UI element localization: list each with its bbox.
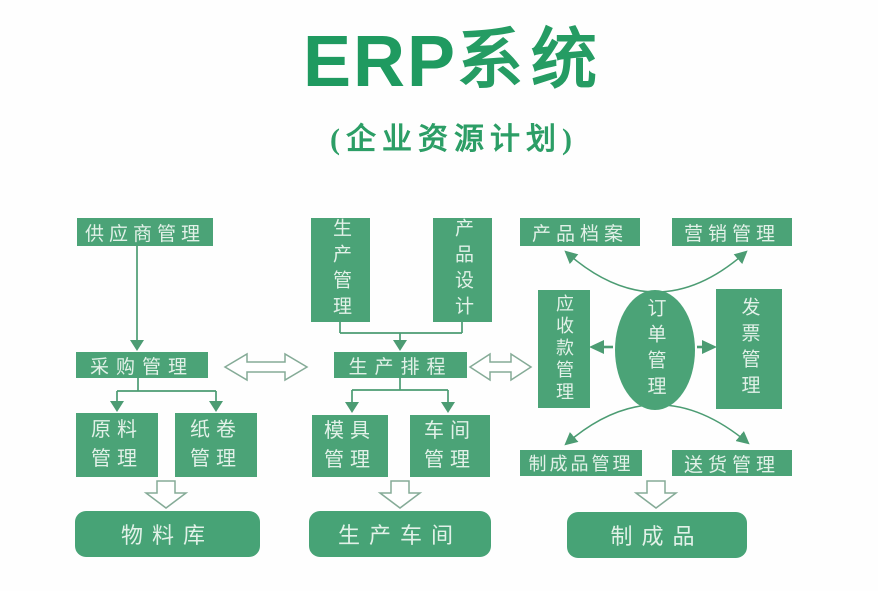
node-finished-goods: 制成品 xyxy=(567,512,747,558)
edge-order-to-finished-delivery xyxy=(564,404,750,446)
node-invoice-mgmt: 发票管理 xyxy=(716,289,782,409)
node-finished-goods-mgmt: 制成品管理 xyxy=(520,450,642,476)
node-marketing-mgmt: 营销管理 xyxy=(672,218,792,246)
node-production-scheduling: 生产排程 xyxy=(334,352,467,378)
page-subtitle: (企业资源计划) xyxy=(330,123,578,156)
node-mold-mgmt: 模具管理 xyxy=(312,415,388,477)
node-workshop-mgmt: 车间管理 xyxy=(410,415,490,477)
node-production-workshop: 生产车间 xyxy=(309,511,491,557)
double-arrow-purchasing-scheduling xyxy=(223,352,309,382)
edge-scheduling-split xyxy=(345,378,455,413)
node-order-mgmt: 订单管理 xyxy=(615,290,695,410)
node-delivery-mgmt: 送货管理 xyxy=(672,450,792,476)
edge-order-to-receivables xyxy=(589,340,613,354)
block-arrow-to-material-warehouse xyxy=(143,480,189,509)
node-receivables-mgmt: 应收款管理 xyxy=(538,290,590,408)
page-title: ERP系统 xyxy=(30,26,878,98)
node-purchasing-mgmt: 采购管理 xyxy=(76,352,208,378)
title-cjk: 系统 xyxy=(457,24,606,97)
edge-supplier-to-purchasing xyxy=(130,246,144,351)
double-arrow-scheduling-receivables xyxy=(468,352,533,382)
node-product-design: 产品设计 xyxy=(433,218,492,322)
edge-purchasing-split xyxy=(110,378,223,412)
diagram-header: ERP系统 (企业资源计划) xyxy=(0,26,878,158)
edge-order-to-invoice xyxy=(697,340,717,354)
node-production-mgmt: 生产管理 xyxy=(311,218,370,322)
node-paper-roll-mgmt: 纸卷管理 xyxy=(175,413,257,477)
block-arrow-to-finished-goods xyxy=(633,480,679,509)
node-supplier-mgmt: 供应商管理 xyxy=(77,218,213,246)
node-product-archive: 产品档案 xyxy=(520,218,640,246)
edge-merge-to-scheduling xyxy=(339,322,463,351)
edge-order-to-archive-marketing xyxy=(564,250,748,293)
title-latin: ERP xyxy=(302,22,458,102)
block-arrow-to-production-workshop xyxy=(377,480,423,509)
node-raw-material-mgmt: 原料管理 xyxy=(76,413,158,477)
node-material-warehouse: 物料库 xyxy=(75,511,260,557)
